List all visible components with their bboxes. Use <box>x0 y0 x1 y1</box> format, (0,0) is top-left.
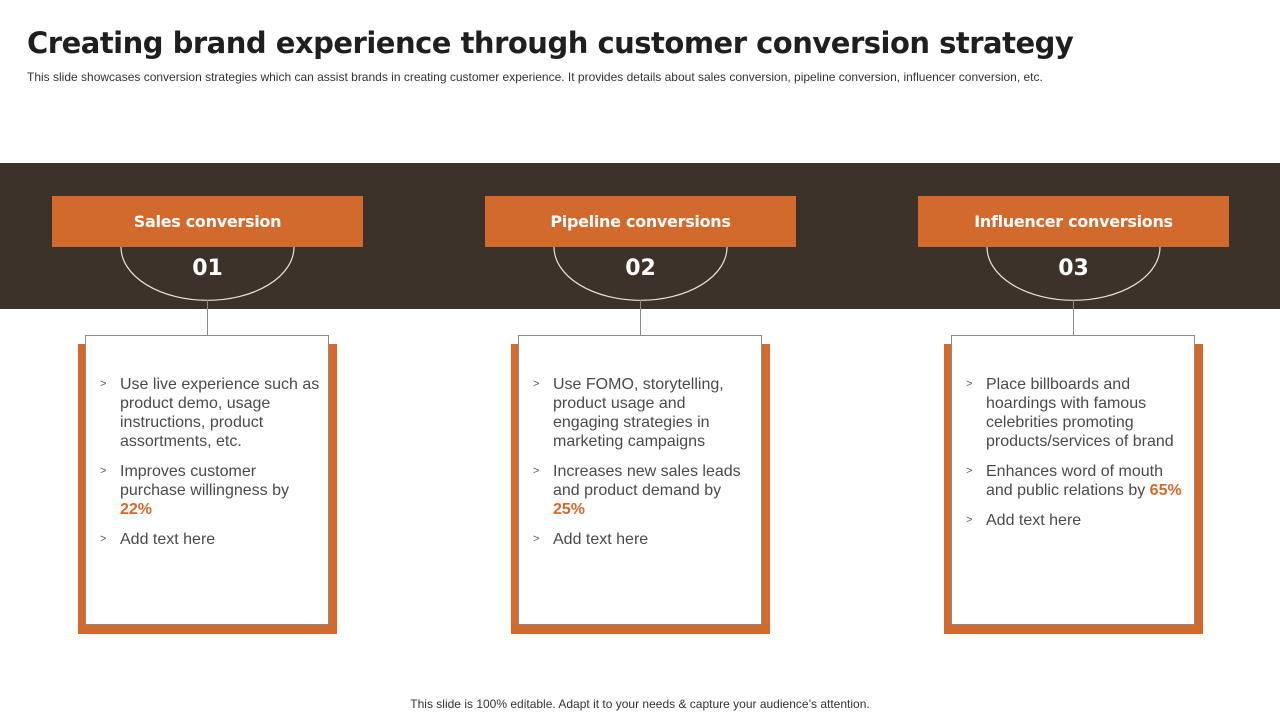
strategy-column-sales: Sales conversion 01 > Use live experienc… <box>52 0 363 720</box>
bullet-text: Use live experience such as product demo… <box>120 376 320 450</box>
chevron-right-icon: > <box>100 465 107 477</box>
connector-line <box>1073 300 1074 336</box>
chevron-right-icon: > <box>966 378 973 390</box>
chevron-right-icon: > <box>533 465 540 477</box>
column-heading: Sales conversion <box>52 196 363 247</box>
bullet-text: Place billboards and hoardings with famo… <box>986 376 1174 450</box>
strategy-card: > Use FOMO, storytelling, product usage … <box>518 335 762 625</box>
column-number: 01 <box>192 256 223 281</box>
strategy-column-pipeline: Pipeline conversions 02 > Use FOMO, stor… <box>485 0 796 720</box>
list-item: > Use live experience such as product de… <box>100 375 322 451</box>
chevron-right-icon: > <box>100 533 107 545</box>
chevron-right-icon: > <box>966 514 973 526</box>
bullet-text: Add text here <box>986 512 1082 529</box>
strategy-card: > Place billboards and hoardings with fa… <box>951 335 1195 625</box>
column-heading: Pipeline conversions <box>485 196 796 247</box>
column-number: 03 <box>1058 256 1089 281</box>
percentage-value: 25% <box>553 501 586 518</box>
bullet-text: Improves customer purchase willingness b… <box>120 463 289 499</box>
bullet-list: > Use live experience such as product de… <box>100 375 322 560</box>
chevron-right-icon: > <box>100 378 107 390</box>
chevron-right-icon: > <box>533 378 540 390</box>
bullet-text: Add text here <box>553 531 649 548</box>
percentage-value: 22% <box>120 501 153 518</box>
bullet-text: Use FOMO, storytelling, product usage an… <box>553 376 724 450</box>
footer-note: This slide is 100% editable. Adapt it to… <box>410 697 870 711</box>
strategy-column-influencer: Influencer conversions 03 > Place billbo… <box>918 0 1229 720</box>
bullet-list: > Use FOMO, storytelling, product usage … <box>533 375 755 560</box>
chevron-right-icon: > <box>966 465 973 477</box>
list-item: > Increases new sales leads and product … <box>533 462 755 519</box>
page-title: Creating brand experience through custom… <box>27 26 1074 60</box>
list-item: > Add text here <box>100 530 322 549</box>
page-subtitle: This slide showcases conversion strategi… <box>27 70 1043 84</box>
list-item: > Add text here <box>533 530 755 549</box>
connector-line <box>207 300 208 336</box>
bullet-text: Enhances word of mouth and public relati… <box>986 463 1163 499</box>
bullet-text: Increases new sales leads and product de… <box>553 463 741 499</box>
percentage-value: 65% <box>1149 482 1182 499</box>
list-item: > Improves customer purchase willingness… <box>100 462 322 519</box>
column-number: 02 <box>625 256 656 281</box>
chevron-right-icon: > <box>533 533 540 545</box>
column-heading: Influencer conversions <box>918 196 1229 247</box>
list-item: > Enhances word of mouth and public rela… <box>966 462 1188 500</box>
connector-line <box>640 300 641 336</box>
list-item: > Use FOMO, storytelling, product usage … <box>533 375 755 451</box>
list-item: > Place billboards and hoardings with fa… <box>966 375 1188 451</box>
bullet-text: Add text here <box>120 531 216 548</box>
strategy-card: > Use live experience such as product de… <box>85 335 329 625</box>
bullet-list: > Place billboards and hoardings with fa… <box>966 375 1188 541</box>
list-item: > Add text here <box>966 511 1188 530</box>
